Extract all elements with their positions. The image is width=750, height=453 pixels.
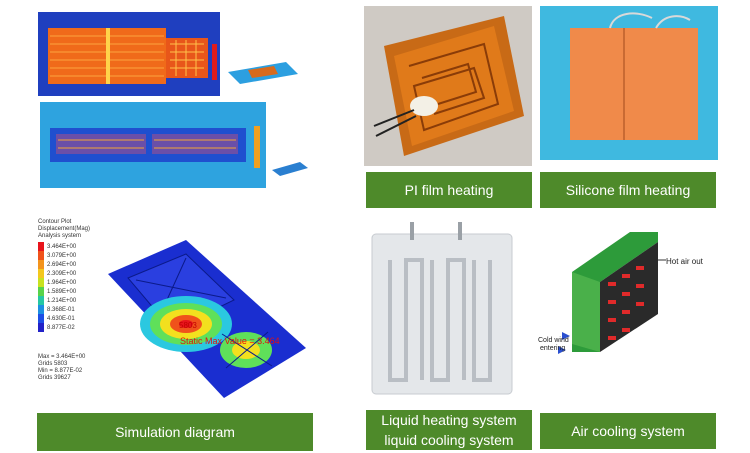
legend-value: 2.309E+00 <box>47 271 77 277</box>
max-value-label: Static Max Value = 3.464 <box>180 336 280 346</box>
silicone-film-heating-text: Silicone film heating <box>565 182 691 198</box>
legend-value: 2.694E+00 <box>47 262 77 268</box>
hot-air-label: Hot air out <box>666 257 704 266</box>
legend-value: 8.877E-02 <box>47 325 75 331</box>
cold-wind-label-2: entering <box>540 345 565 352</box>
pi-film-heating-label: PI film heating <box>366 172 532 208</box>
legend-value: 4.630E-01 <box>47 316 75 322</box>
legend-swatch <box>38 269 44 278</box>
legend-swatch <box>38 242 44 251</box>
node-label: 5803 <box>179 321 197 330</box>
legend-swatch <box>38 305 44 314</box>
liquid-cooling-text: liquid cooling system <box>384 432 514 448</box>
air-cooling-system-label: Air cooling system <box>540 413 716 449</box>
legend-value: 8.368E-01 <box>47 307 75 313</box>
liquid-system-label: Liquid heating system liquid cooling sys… <box>366 410 532 450</box>
liquid-cold-plate-photo <box>366 220 518 400</box>
thermal-simulation-image <box>36 10 316 190</box>
legend-swatch <box>38 251 44 260</box>
silicone-film-heating-label: Silicone film heating <box>540 172 716 208</box>
legend-swatch <box>38 260 44 269</box>
air-cooling-system-text: Air cooling system <box>571 423 685 439</box>
legend-value: 3.464E+00 <box>47 244 77 250</box>
silicone-film-heater-photo <box>540 6 718 160</box>
contour-stat: Min = 8.877E-02 <box>38 368 83 374</box>
contour-title-2: Displacement(Mag) <box>38 226 90 232</box>
legend-swatch <box>38 314 44 323</box>
contour-title-1: Contour Plot <box>38 219 72 225</box>
legend-value: 1.964E+00 <box>47 280 77 286</box>
legend-swatch <box>38 323 44 332</box>
legend-swatch <box>38 296 44 305</box>
simulation-diagram-text: Simulation diagram <box>115 424 235 440</box>
cold-wind-label-1: Cold wind <box>538 337 569 344</box>
legend-swatch <box>38 287 44 296</box>
simulation-diagram-label: Simulation diagram <box>37 413 313 451</box>
legend-value: 1.589E+00 <box>47 289 77 295</box>
legend-value: 1.214E+00 <box>47 298 77 304</box>
simulation-contour-plot: Contour Plot Displacement(Mag) Analysis … <box>36 214 314 400</box>
legend-value: 3.079E+00 <box>47 253 77 259</box>
contour-stat: Grids 39627 <box>38 375 71 381</box>
air-cooling-diagram: Hot air out Cold wind entering <box>538 222 716 382</box>
liquid-heating-text: Liquid heating system <box>381 412 517 428</box>
pi-film-heating-text: PI film heating <box>404 182 494 198</box>
legend-swatch <box>38 278 44 287</box>
pi-film-heater-photo <box>364 6 532 166</box>
contour-title-3: Analysis system <box>38 233 81 239</box>
contour-stat: Grids 5803 <box>38 361 68 367</box>
contour-legend: 3.464E+00 3.079E+00 2.694E+00 2.309E+00 … <box>38 242 77 332</box>
contour-stat: Max = 3.464E+00 <box>38 354 86 360</box>
